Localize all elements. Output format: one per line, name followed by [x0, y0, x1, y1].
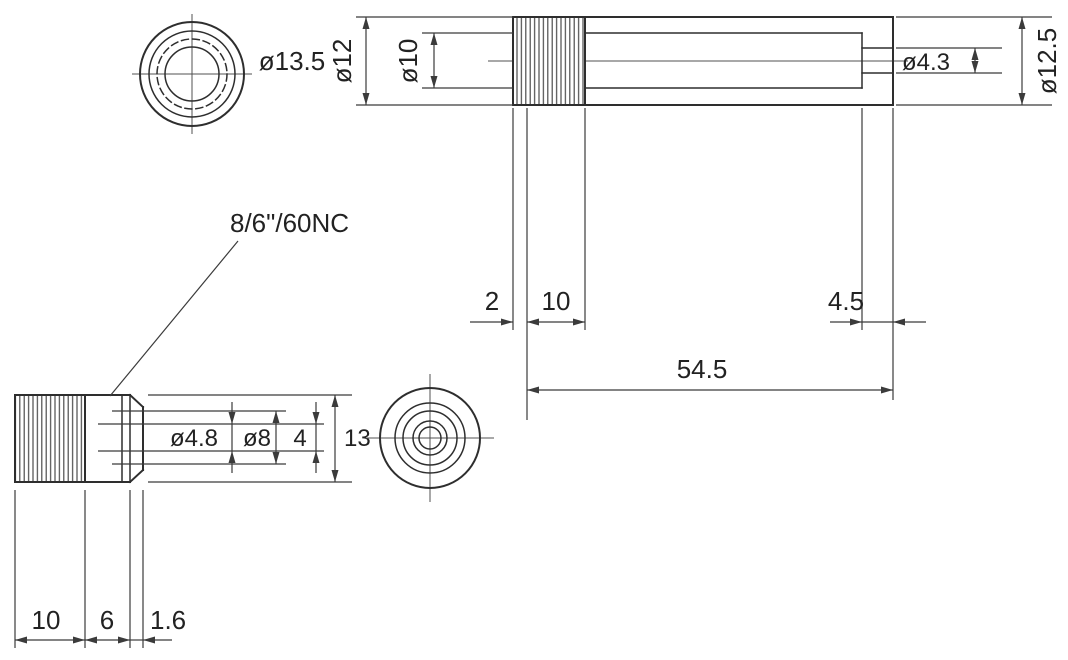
- dim-chamfer-length: 2: [485, 286, 499, 316]
- front-view: ø13.5: [132, 14, 325, 134]
- cap-hole-circle: [418, 426, 442, 450]
- dim-pin-length: 4.5: [828, 286, 864, 316]
- dim-front-outer-diameter: ø13.5: [259, 46, 326, 76]
- dim-counterbore-diameter: ø8: [243, 425, 271, 452]
- cap-thread-circle: [402, 410, 458, 466]
- cap-front-view: [366, 374, 494, 502]
- leader-line: [109, 240, 239, 397]
- front-inner-circle: [148, 30, 236, 118]
- dim-knurl-length: 10: [542, 286, 571, 316]
- cap-knurl-section: [14, 394, 86, 483]
- knurl-section: [512, 16, 586, 106]
- cap-side-view: [14, 393, 145, 484]
- dim-overall-length: 54.5: [677, 354, 728, 384]
- dim-cap-body-length: 6: [100, 605, 114, 635]
- cap-outer-circle: [379, 387, 481, 489]
- cap-dimensions: 8/6"/60NC ø4.8 ø8 4 13 10 6: [14, 208, 371, 648]
- dim-depth: 4: [293, 425, 306, 452]
- front-bore-circle: [164, 46, 220, 102]
- dim-pin-diameter: ø4.3: [902, 49, 950, 76]
- front-outer-circle: [139, 21, 245, 127]
- dim-cap-knurl-length: 10: [32, 605, 61, 635]
- front-thread-circle: [156, 38, 228, 110]
- dim-cap-chamfer: 1.6: [150, 605, 186, 635]
- side-view-dimensions: ø12 ø10 ø4.3 ø12.5 2 10 4.5 54.5: [327, 16, 1062, 420]
- cap-chamfer: [128, 393, 145, 409]
- dim-body-diameter: ø12.5: [1032, 28, 1062, 95]
- cap-counterbore-circle: [412, 420, 448, 456]
- side-view: [488, 16, 908, 106]
- dim-bore-diameter: ø10: [393, 39, 423, 84]
- thread-callout: 8/6"/60NC: [230, 208, 349, 238]
- cap-ring-circle: [394, 402, 466, 474]
- cap-chamfer: [128, 468, 145, 484]
- dim-knurl-diameter: ø12: [327, 39, 357, 84]
- dim-hole-diameter: ø4.8: [170, 425, 218, 452]
